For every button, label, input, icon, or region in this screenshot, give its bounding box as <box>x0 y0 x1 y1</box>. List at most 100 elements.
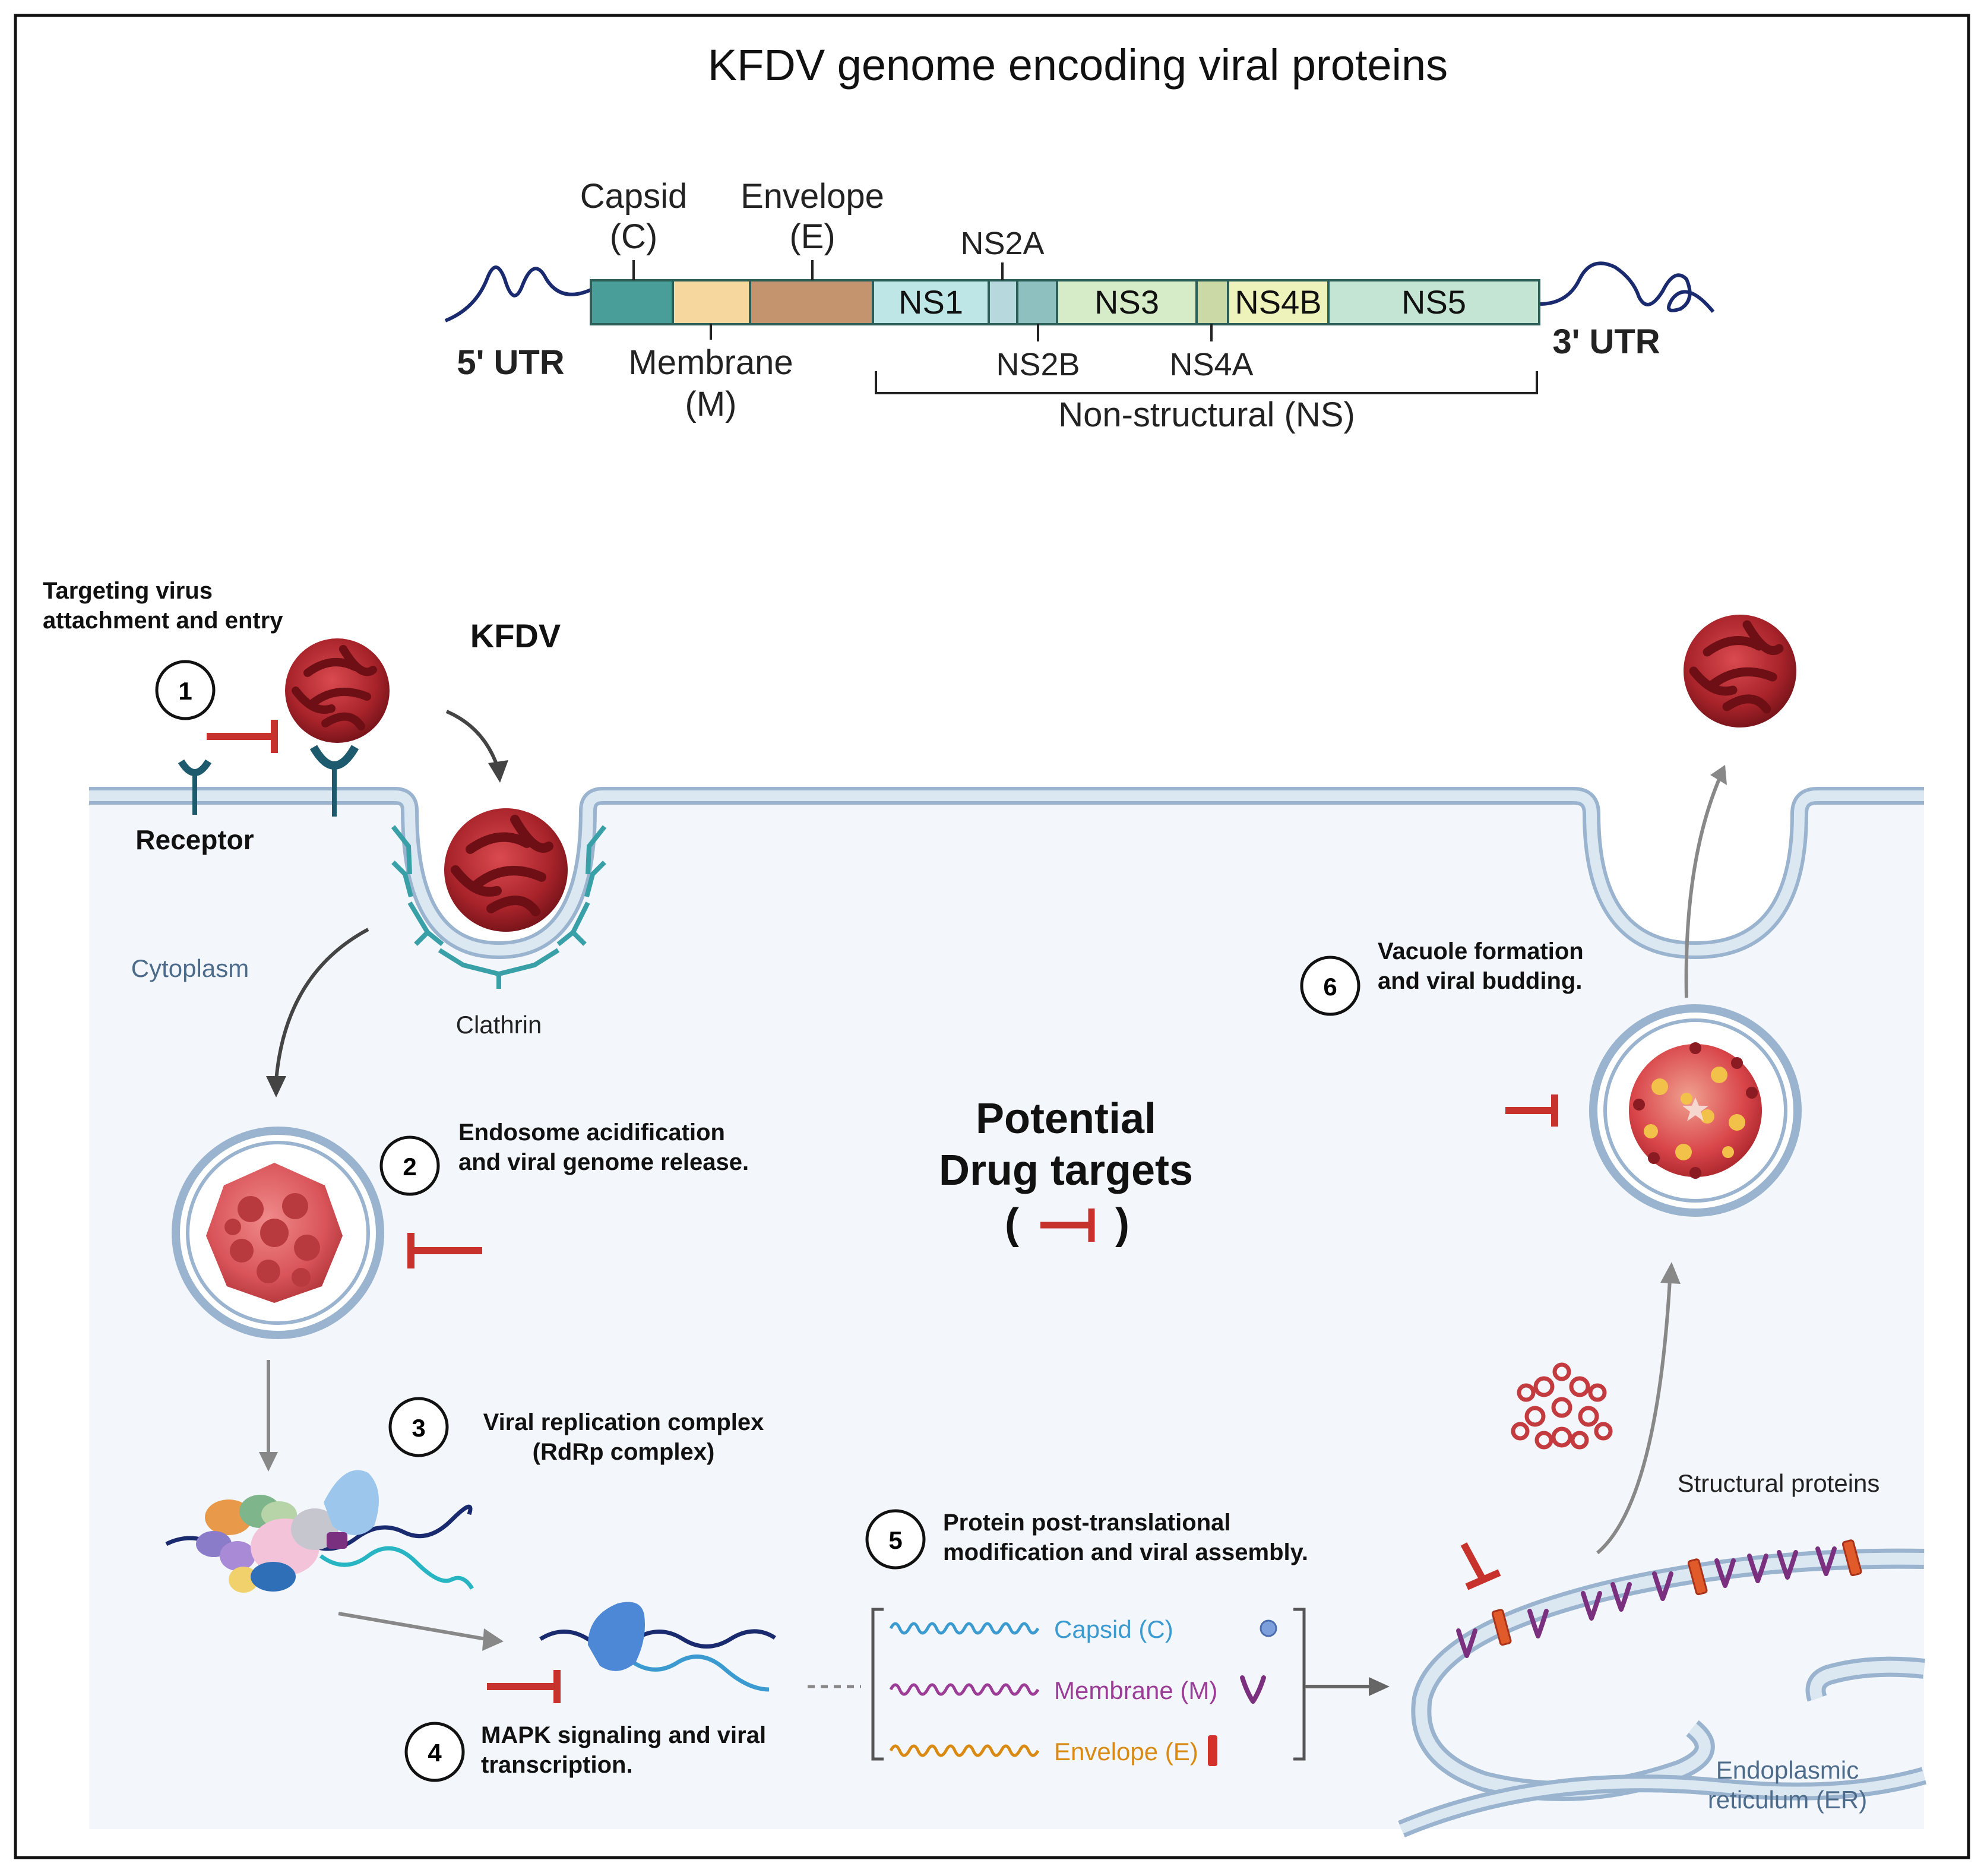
step1-badge: 1 <box>155 660 216 720</box>
plasma-membrane-inner <box>89 790 1924 956</box>
ns2a-label: NS2A <box>960 226 1044 261</box>
kfdv-label: KFDV <box>470 617 561 654</box>
step2-badge: 2 <box>379 1135 440 1196</box>
vacuole <box>1589 1004 1802 1217</box>
inhibitor-step1 <box>207 720 278 753</box>
step2-number: 2 <box>403 1153 416 1181</box>
transcript-label-2: Envelope (E) <box>1054 1738 1198 1766</box>
step1-line1: Targeting virus <box>43 578 213 604</box>
step6-line2: and viral budding. <box>1378 968 1582 994</box>
er-label-line2: reticulum (ER) <box>1708 1786 1867 1814</box>
kfdv-virion-endocytosed <box>444 808 568 932</box>
segment-membrane <box>672 279 751 325</box>
segment-ns5 <box>1327 279 1540 325</box>
step6-line1: Vacuole formation <box>1378 938 1584 964</box>
capsid-protein-icon <box>1260 1619 1277 1637</box>
kfdv-virion-released <box>1684 615 1796 727</box>
step5-line1: Protein post-translational <box>943 1510 1231 1536</box>
er-envelope-protein <box>1687 1558 1708 1596</box>
mrna-strand-2 <box>889 1744 1040 1757</box>
step4-badge: 4 <box>404 1722 465 1782</box>
step3-line2: (RdRp complex) <box>533 1439 715 1465</box>
assembly-arrowhead <box>1660 1262 1681 1284</box>
er-envelope-protein <box>1491 1609 1512 1646</box>
er-membrane-protein <box>1456 1628 1477 1658</box>
er-membrane-protein <box>1581 1591 1602 1621</box>
transcript-bracket-left <box>871 1608 884 1761</box>
er-proteins <box>1456 1539 1862 1658</box>
segment-ns2b <box>1016 279 1058 325</box>
segment-ns4a <box>1195 279 1229 325</box>
step1-line2: attachment and entry <box>43 608 283 634</box>
legend-inhibitor-symbol <box>1040 1209 1095 1242</box>
er-membrane-2-inner <box>1809 1660 1925 1701</box>
release-arrowhead <box>259 1452 278 1472</box>
step2-line1: Endosome acidification <box>458 1119 725 1146</box>
clathrin-coat <box>391 825 607 989</box>
cytoplasm-region <box>89 796 1924 1829</box>
mrna-strand-0 <box>889 1622 1040 1635</box>
transcript-label-1: Membrane (M) <box>1054 1676 1217 1704</box>
transcription-arrowhead <box>482 1628 504 1651</box>
ns-bracket <box>875 371 1538 394</box>
envelope-label: Envelope <box>741 177 884 216</box>
step3-line1: Viral replication complex <box>483 1409 764 1435</box>
er-label-line1: Endoplasmic <box>1716 1756 1859 1784</box>
envelope-abbrev: (E) <box>789 217 835 256</box>
capsid-label: Capsid <box>580 177 688 216</box>
potential-line1: Potential <box>976 1095 1156 1143</box>
utr3-label: 3' UTR <box>1552 322 1660 361</box>
membrane-protein-icon <box>1240 1675 1266 1704</box>
ns2b-label: NS2B <box>996 347 1080 382</box>
er-membrane-3-inner <box>1399 1771 1926 1834</box>
step6-number: 6 <box>1323 973 1337 1001</box>
entry-arrow <box>445 710 499 768</box>
utr5-strand <box>444 265 592 322</box>
budding-arrow <box>1684 774 1723 998</box>
segment-ns3 <box>1056 279 1198 325</box>
transcript-label-0: Capsid (C) <box>1054 1615 1173 1643</box>
potential-line2: Drug targets <box>939 1147 1193 1194</box>
transcription-complex <box>539 1602 776 1692</box>
step5-line2: modification and viral assembly. <box>943 1539 1308 1565</box>
step4-line2: transcription. <box>481 1752 633 1778</box>
mature-virion <box>1629 1042 1762 1179</box>
er-membrane-protein <box>1747 1554 1768 1583</box>
paren-close: ) <box>1115 1200 1129 1248</box>
er-membrane-protein <box>1815 1546 1837 1576</box>
cytoplasm-label: Cytoplasm <box>131 954 249 982</box>
rdrp-complex <box>165 1470 474 1593</box>
segment-ns2a <box>988 279 1018 325</box>
segment-capsid <box>590 279 674 325</box>
transcript-bracket-right <box>1293 1608 1306 1761</box>
utr3-strand <box>1539 261 1715 313</box>
receptor-label: Receptor <box>135 824 254 855</box>
segment-envelope <box>749 279 874 325</box>
endosome <box>172 1127 384 1339</box>
envelope-protein-icon <box>1208 1735 1217 1766</box>
step6-badge: 6 <box>1300 956 1360 1016</box>
capsid-abbrev: (C) <box>610 217 658 256</box>
er-envelope-protein <box>1841 1539 1862 1577</box>
structural-proteins-label: Structural proteins <box>1678 1469 1880 1497</box>
ns-label: Non-structural (NS) <box>1058 396 1355 434</box>
step3-number: 3 <box>412 1414 425 1442</box>
endocytosis-arrow <box>274 928 369 1081</box>
utr5-label: 5' UTR <box>457 343 564 382</box>
er-membrane-protein <box>1527 1609 1549 1638</box>
inhibitor-step6 <box>1505 1094 1558 1127</box>
inhibitor-step2 <box>407 1233 482 1268</box>
step5-badge: 5 <box>865 1509 926 1570</box>
transcript-list: Capsid (C) Membrane (M) Envelope (E) <box>889 1615 1277 1766</box>
receptor-bound <box>309 745 359 817</box>
step3-badge: 3 <box>388 1397 449 1457</box>
figure-title: KFDV genome encoding viral proteins <box>708 40 1448 90</box>
segment-label-ns1: NS1 <box>898 283 963 321</box>
step2-line2: and viral genome release. <box>458 1149 749 1175</box>
mrna-strand-1 <box>889 1683 1040 1696</box>
endosome-virion <box>206 1163 343 1303</box>
